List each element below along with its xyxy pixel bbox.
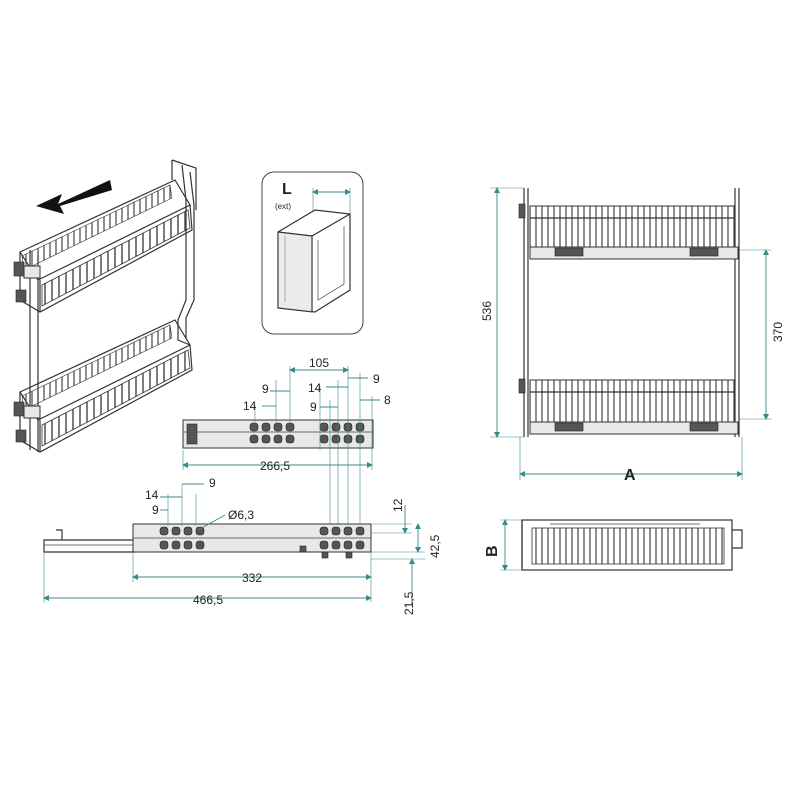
slide-bottom-view: 14 9 9 Ø6,3 12 42,5 21,5 332 466,5 — [43, 476, 442, 615]
basket-isometric-view — [13, 159, 197, 453]
dim-42-5: 42,5 — [428, 534, 442, 558]
dim-9-bottom-b: 9 — [152, 503, 159, 517]
dim-9-top-b: 9 — [310, 400, 317, 414]
dim-21-5: 21,5 — [402, 591, 416, 615]
dim-b: B — [484, 545, 501, 557]
inset-sublabel: (ext) — [275, 202, 291, 211]
dim-a: A — [624, 467, 636, 484]
dim-266-5: 266,5 — [260, 459, 290, 473]
cabinet-inset: L (ext) — [261, 171, 364, 335]
pull-out-arrow-icon — [36, 180, 112, 214]
dim-105: 105 — [309, 356, 329, 370]
dim-466-5: 466,5 — [193, 593, 223, 607]
dim-12: 12 — [391, 498, 405, 512]
upper-basket — [13, 159, 197, 313]
dim-536: 536 — [480, 301, 494, 321]
dim-hole-diameter: Ø6,3 — [228, 508, 254, 522]
dim-9-top-c: 9 — [373, 372, 380, 386]
dim-14-top-a: 14 — [243, 399, 257, 413]
dim-370: 370 — [771, 322, 785, 342]
front-elevation-view: 536 370 A — [480, 187, 785, 484]
dim-8: 8 — [384, 393, 391, 407]
dim-9-bottom-a: 9 — [209, 476, 216, 490]
dim-14-top-b: 14 — [308, 381, 322, 395]
dim-332: 332 — [242, 571, 262, 585]
dim-14-bottom: 14 — [145, 488, 159, 502]
inset-label: L — [282, 181, 292, 198]
plan-view: B — [484, 519, 743, 571]
dim-9-top-a: 9 — [262, 382, 269, 396]
lower-basket — [13, 319, 193, 453]
slide-top-view: 105 9 14 14 9 9 8 266,5 — [182, 356, 391, 540]
slide-bottom-holes — [159, 526, 365, 559]
